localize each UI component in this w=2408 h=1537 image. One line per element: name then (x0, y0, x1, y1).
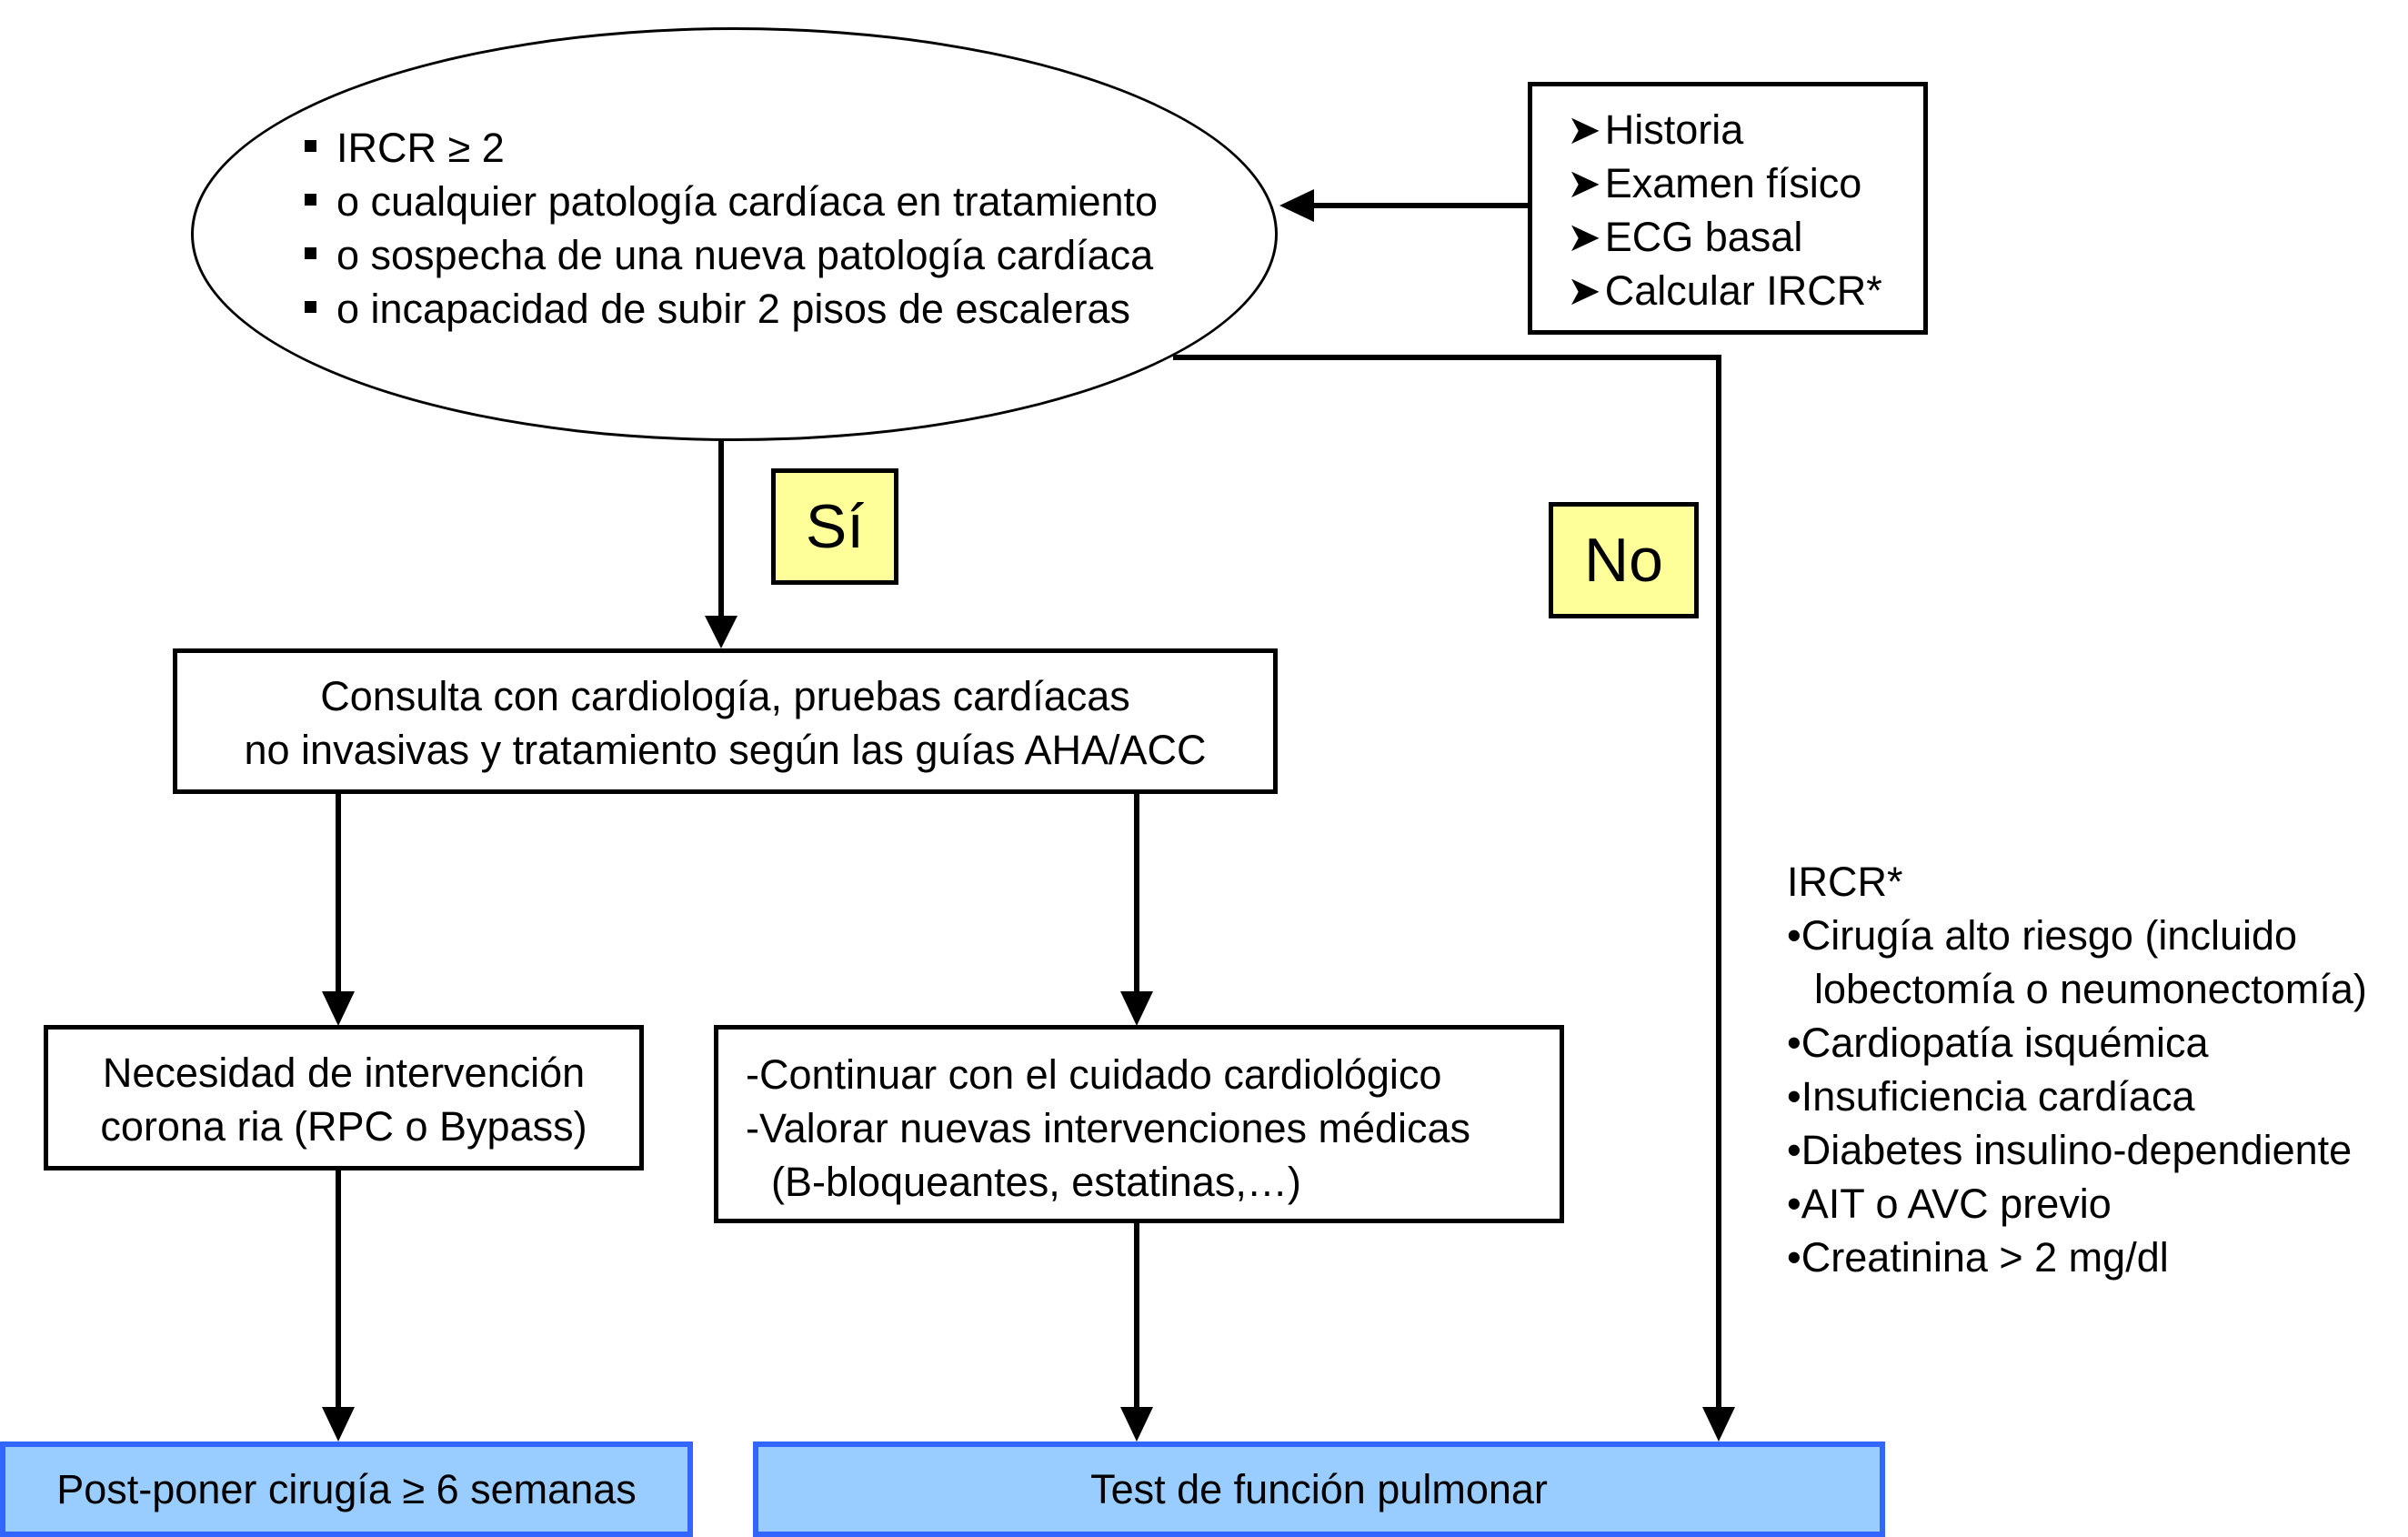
ircr-legend-line: •Diabetes insulino-dependiente (1787, 1127, 2353, 1173)
no-label: No (1549, 502, 1699, 618)
assessment-box: ➤Historia ➤Examen físico ➤ECG basal ➤Cal… (1528, 82, 1928, 335)
criteria-item: o cualquier patología cardíaca en tratam… (305, 175, 1232, 228)
arrowhead-postpone (322, 1407, 355, 1442)
arrowhead-pulmonary-right (1702, 1407, 1735, 1442)
arrowhead-criteria (1279, 189, 1314, 222)
assessment-item: ➤ECG basal (1567, 210, 1923, 264)
ircr-legend-line: lobectomía o neumonectomía) (1814, 966, 2367, 1012)
arrowhead-bullet-icon: ➤ (1567, 267, 1601, 314)
criteria-item: o sospecha de una nueva patología cardía… (305, 228, 1232, 282)
intervention-line-1: Necesidad de intervención (102, 1050, 586, 1096)
square-bullet-icon (305, 193, 316, 206)
yes-label: Sí (771, 468, 898, 585)
arrowhead-bullet-icon: ➤ (1567, 160, 1601, 206)
ircr-legend-line: •Cirugía alto riesgo (incluido (1787, 912, 2298, 959)
assessment-item: ➤Examen físico (1567, 156, 1923, 210)
assessment-item: ➤Calcular IRCR* (1567, 264, 1923, 317)
square-bullet-icon (305, 246, 316, 259)
ircr-legend: IRCR* •Cirugía alto riesgo (incluido lob… (1787, 855, 2405, 1284)
square-bullet-icon (305, 139, 316, 152)
arrowhead-pulmonary-left (1120, 1407, 1153, 1442)
arrowhead-continue (1120, 991, 1153, 1026)
arrow-no-path (1173, 355, 1721, 1410)
arrowhead-intervention (322, 991, 355, 1026)
continue-line-1: -Continuar con el cuidado cardiológico (746, 1051, 1442, 1098)
intervention-line-2: corona ria (RPC o Bypass) (100, 1103, 587, 1150)
ircr-legend-title: IRCR* (1787, 859, 1903, 905)
criteria-item: o incapacidad de subir 2 pisos de escale… (305, 282, 1232, 336)
intervention-box: Necesidad de intervención corona ria (RP… (44, 1025, 644, 1170)
ircr-legend-line: •AIT o AVC previo (1787, 1180, 2112, 1227)
continue-care-box: -Continuar con el cuidado cardiológico -… (714, 1025, 1564, 1223)
criteria-list: IRCR ≥ 2 o cualquier patología cardíaca … (305, 121, 1232, 336)
arrowhead-bullet-icon: ➤ (1567, 214, 1601, 260)
criteria-ellipse (191, 27, 1278, 441)
continue-line-2: -Valorar nuevas intervenciones médicas (746, 1105, 1471, 1151)
pulmonary-test-box: Test de función pulmonar (753, 1442, 1885, 1537)
criteria-item: IRCR ≥ 2 (305, 121, 1232, 175)
consult-line-1: Consulta con cardiología, pruebas cardía… (320, 673, 1130, 719)
postpone-surgery-box: Post-poner cirugía ≥ 6 semanas (0, 1442, 693, 1537)
ircr-legend-line: •Insuficiencia cardíaca (1787, 1073, 2195, 1120)
ircr-legend-line: •Creatinina > 2 mg/dl (1787, 1234, 2169, 1281)
consult-line-2: no invasivas y tratamiento según las guí… (244, 727, 1207, 773)
arrowhead-bullet-icon: ➤ (1567, 106, 1601, 153)
ircr-legend-line: •Cardiopatía isquémica (1787, 1020, 2209, 1066)
square-bullet-icon (305, 300, 316, 313)
assessment-item: ➤Historia (1567, 103, 1923, 156)
arrowhead-consult (705, 616, 737, 648)
continue-line-3: (B-bloqueantes, estatinas,…) (771, 1159, 1301, 1205)
consult-box: Consulta con cardiología, pruebas cardía… (173, 648, 1278, 794)
